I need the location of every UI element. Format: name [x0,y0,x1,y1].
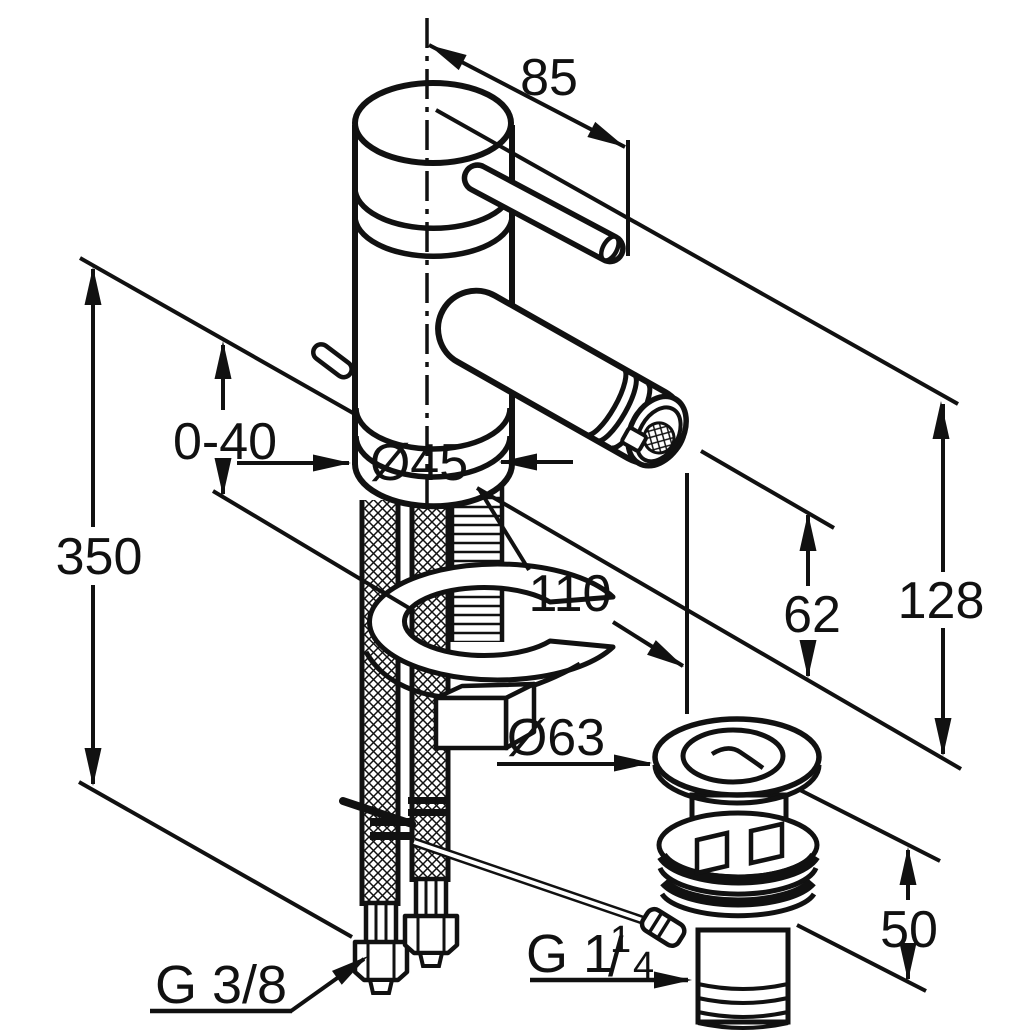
label-supply-thread: G 3/8 [150,949,373,1015]
dim-110-label: 110 [529,565,612,623]
hose-connector-right [402,876,460,968]
outlet-plane-line [699,449,836,530]
dim-63-label: Ø63 [507,709,605,767]
drain-assembly [639,716,822,1030]
dim-50-label: 50 [880,901,938,959]
mounting-plane-line-left [79,256,354,415]
supply-hose-left [359,500,401,906]
aerator-screen [642,421,676,455]
drain-tailpiece [695,927,791,1025]
supply-hose-right [409,500,451,882]
drain-overflow-window [748,821,785,866]
dim-45-label: Ø45 [370,434,468,492]
flange-plane-line [799,788,941,863]
waste-bottom-plane-line [796,923,927,993]
dimension-body-diameter: Ø45 [237,434,573,492]
dimension-spout-reach: 110 [477,487,689,675]
drain-plug [680,727,786,785]
label-waste-thread: G 1 1 / 4 [526,919,692,989]
dimension-total-height: 128 [898,401,985,756]
drain-lever-joint [639,906,687,949]
dim-350-label: 350 [56,528,143,586]
deck-underside-line [211,489,416,613]
dimension-hose-length: 350 [56,267,143,786]
mounting-plane-line-right [475,486,963,771]
dimension-waste-height: 50 [880,847,938,981]
faucet-spout [435,287,689,469]
g114-label-slash: / [608,925,624,988]
g38-label: G 3/8 [155,955,287,1015]
dimension-deck-thickness: 0-40 [173,341,277,496]
hose-end-plane-line [78,780,353,939]
mounting-nut [433,681,537,751]
reference-lines [78,108,963,993]
pull-rod-knob [310,342,354,380]
g114-label-base: G 1 [526,924,613,984]
dimension-flange-diameter: Ø63 [497,709,652,772]
hose-clamp [370,797,450,840]
aerator-notch [620,426,648,453]
hose-connector-left [352,900,410,995]
drain-overflow-window [694,830,730,876]
dimension-handle-length: 85 [425,37,629,155]
dim-62-label: 62 [783,586,841,644]
body-top-rim [352,80,514,166]
g114-label-denominator: 4 [633,945,654,987]
top-plane-line [435,108,959,406]
dim-128-label: 128 [898,572,985,630]
g114-label-numerator: 1 [610,919,631,961]
dim-85-label: 85 [520,49,578,107]
dimension-outlet-height: 62 [783,513,841,678]
faucet-handle-lever [461,162,626,265]
